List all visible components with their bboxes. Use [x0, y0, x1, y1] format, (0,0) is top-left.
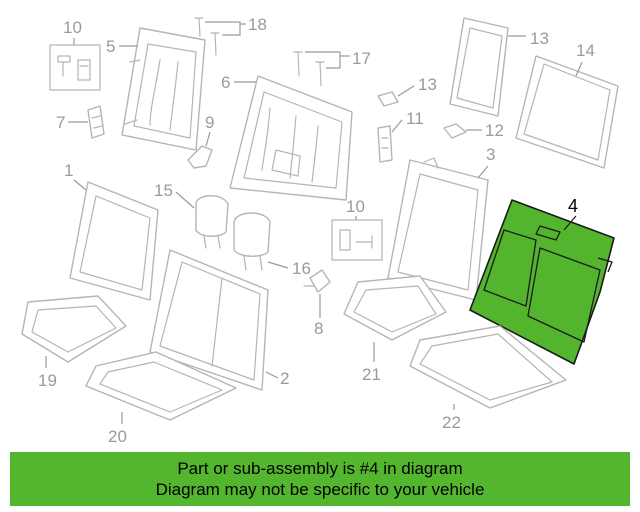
- part-2-seatback-cushion[interactable]: [149, 249, 269, 391]
- part-8-bracket[interactable]: [303, 269, 331, 293]
- callout-11: 11: [406, 109, 424, 128]
- callout-22: 21: [362, 365, 381, 384]
- part-9-bracket[interactable]: [187, 145, 213, 169]
- callout-5: 5: [106, 37, 115, 56]
- part-21-seat-cushion[interactable]: [85, 351, 237, 421]
- callout-16: 15: [154, 181, 173, 200]
- callout-3: 3: [486, 145, 495, 164]
- part-7-bracket[interactable]: [87, 105, 105, 139]
- callout-12: 13: [418, 75, 437, 94]
- callout-9: 9: [205, 113, 214, 132]
- part-13-clip[interactable]: [443, 123, 467, 139]
- callout-21: 20: [108, 427, 127, 446]
- callout-8: 8: [314, 319, 323, 338]
- banner-line-2: Diagram may not be specific to your vehi…: [155, 480, 485, 499]
- part-11-latch[interactable]: [377, 125, 393, 163]
- part-18-bolts[interactable]: [293, 51, 325, 87]
- exploded-parts-diagram: 10 5 18 17 6 7 9: [21, 15, 619, 446]
- banner-line-1: Part or sub-assembly is #4 in diagram: [177, 459, 463, 478]
- callout-1: 1: [64, 161, 73, 180]
- part-14-pad[interactable]: [449, 17, 509, 117]
- callout-19: 18: [248, 15, 267, 34]
- part-1-seatback[interactable]: [69, 181, 159, 301]
- part-5-seatback-frame[interactable]: [121, 27, 206, 151]
- callout-6: 6: [221, 73, 230, 92]
- callout-20: 19: [38, 371, 57, 390]
- callout-23: 22: [442, 413, 461, 432]
- part-22-cushion-cover[interactable]: [343, 275, 447, 341]
- callout-2: 2: [280, 369, 289, 388]
- part-10-fastener-kit-middle[interactable]: [331, 219, 383, 261]
- part-4-seatback-highlighted[interactable]: [469, 199, 615, 365]
- part-12-clip[interactable]: [377, 91, 399, 107]
- part-15-pad[interactable]: [515, 55, 619, 169]
- callout-18: 17: [352, 49, 371, 68]
- callout-4: 4: [568, 196, 578, 216]
- part-17-headrest[interactable]: [233, 212, 271, 271]
- callout-7: 7: [56, 113, 65, 132]
- part-10-fastener-kit[interactable]: [49, 44, 101, 91]
- callout-13: 12: [485, 121, 504, 140]
- callout-14: 13: [530, 29, 549, 48]
- part-16-headrest[interactable]: [195, 195, 229, 249]
- callout-10-top: 10: [63, 18, 82, 37]
- info-banner: Part or sub-assembly is #4 in diagram Di…: [10, 452, 630, 506]
- part-20-cushion-cover[interactable]: [21, 295, 127, 363]
- part-23-seat-cushion[interactable]: [409, 325, 567, 409]
- callout-17: 16: [292, 259, 311, 278]
- callout-15: 14: [576, 41, 595, 60]
- callout-10-middle: 10: [346, 197, 365, 216]
- part-6-seatback-frame[interactable]: [229, 75, 353, 201]
- part-19-bolts[interactable]: [194, 17, 220, 56]
